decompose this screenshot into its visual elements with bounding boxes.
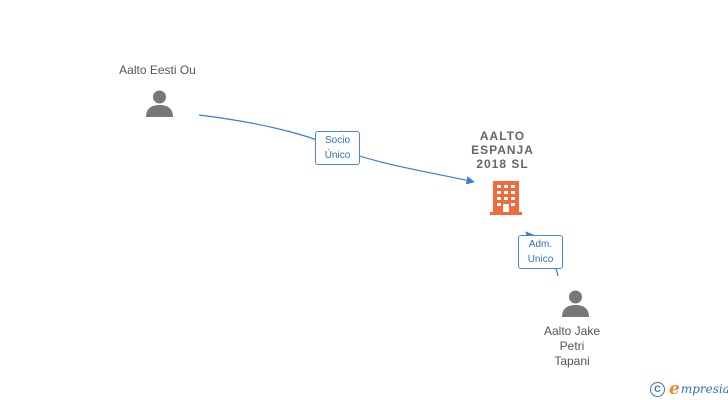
brand-name: mpresia — [680, 382, 728, 396]
administrator-name[interactable]: Aalto Jake Petri Tapani — [522, 324, 622, 369]
person-icon[interactable] — [145, 89, 174, 118]
edge-label-adm-line-1: Adm. — [528, 239, 553, 250]
company-name-line-1: AALTO — [479, 129, 526, 143]
company-name[interactable]: AALTO ESPANJA 2018 SL — [455, 129, 550, 171]
company-name-line-3: 2018 SL — [476, 157, 529, 171]
copyright-icon: C — [650, 381, 665, 397]
building-icon[interactable] — [490, 181, 522, 215]
person-icon[interactable] — [561, 289, 590, 318]
administrator-name-line-2: Petri — [559, 339, 585, 353]
company-name-line-2: ESPANJA — [471, 143, 534, 157]
edge-label-adm-line-2: Unico — [527, 254, 554, 265]
shareholder-name[interactable]: Aalto Eesti Ou — [119, 63, 196, 77]
edge-label-socio-line-2: Único — [324, 150, 351, 161]
administrator-name-line-3: Tapani — [554, 354, 590, 368]
administrator-name-line-1: Aalto Jake — [543, 324, 601, 338]
edge-label-socio-line-1: Socio — [324, 135, 350, 146]
edge-label-adm[interactable]: Adm. Unico — [518, 235, 563, 269]
brand-initial: e — [669, 379, 680, 399]
empresia-logo[interactable]: C e mpresia — [650, 379, 728, 399]
edge-label-socio[interactable]: Socio Único — [315, 131, 360, 165]
